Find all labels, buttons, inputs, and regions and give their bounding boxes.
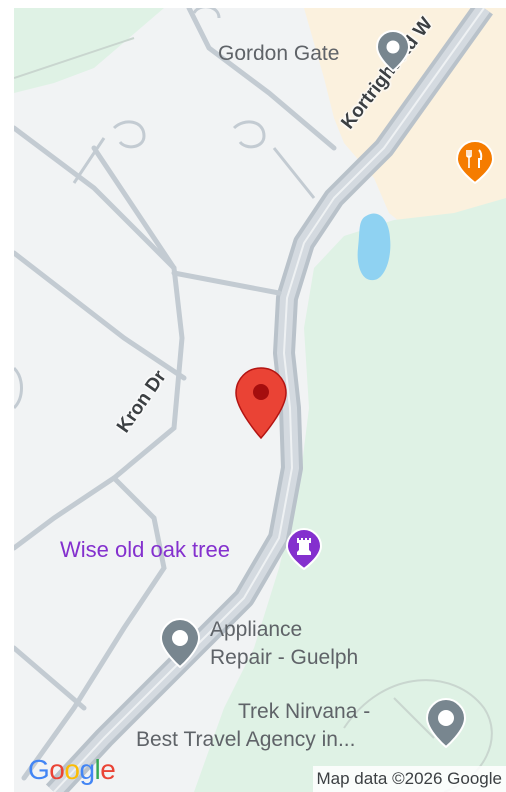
map-attribution[interactable]: Map data ©2026 Google bbox=[312, 766, 506, 792]
map-canvas[interactable]: Kortright Rd W Kron Dr Gordon Gate Wise … bbox=[14, 8, 506, 792]
map-base-layer bbox=[14, 8, 506, 792]
landmark-tower-icon[interactable] bbox=[286, 528, 322, 570]
gray-place-pin-icon[interactable] bbox=[426, 698, 466, 748]
appliance-repair-label-line2[interactable]: Repair - Guelph bbox=[210, 646, 359, 669]
appliance-repair-label-line1[interactable]: Appliance bbox=[210, 618, 303, 641]
red-location-pin-icon[interactable] bbox=[234, 366, 288, 440]
trek-nirvana-label-line1[interactable]: Trek Nirvana - bbox=[238, 700, 371, 723]
pond bbox=[357, 213, 391, 281]
gray-place-pin-icon[interactable] bbox=[376, 30, 410, 72]
park-area-top-left bbox=[14, 8, 164, 93]
local-roads bbox=[14, 8, 337, 781]
trek-nirvana-label-line2[interactable]: Best Travel Agency in... bbox=[136, 728, 356, 751]
gray-place-pin-icon[interactable] bbox=[160, 618, 200, 668]
wise-old-oak-label[interactable]: Wise old oak tree bbox=[60, 537, 230, 562]
restaurant-fork-knife-icon[interactable] bbox=[456, 140, 494, 184]
small-paths bbox=[14, 8, 316, 410]
gordon-gate-label[interactable]: Gordon Gate bbox=[218, 42, 340, 65]
park-area-large bbox=[194, 198, 506, 792]
google-logo[interactable]: Google bbox=[28, 754, 116, 785]
